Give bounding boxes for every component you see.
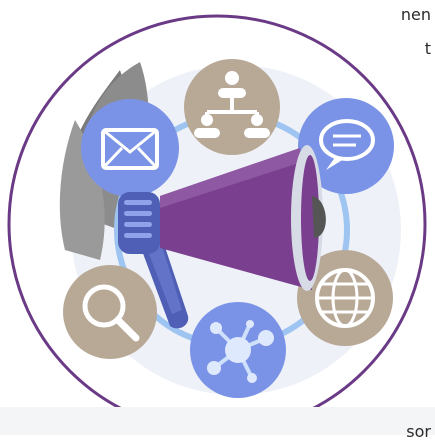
chat-bubble-icon bbox=[298, 98, 394, 194]
edge-text-top-right-2: t bbox=[424, 39, 431, 58]
globe-icon bbox=[297, 250, 393, 346]
network-hub-icon bbox=[190, 302, 286, 398]
email-icon bbox=[81, 99, 179, 197]
edge-text-bottom-right: sor bbox=[406, 422, 431, 441]
people-hierarchy-icon bbox=[184, 59, 280, 155]
edge-text-top-right: nen bbox=[400, 5, 431, 24]
search-icon bbox=[63, 265, 157, 359]
bottom-strip bbox=[0, 407, 435, 435]
megaphone-icon bbox=[118, 145, 326, 329]
